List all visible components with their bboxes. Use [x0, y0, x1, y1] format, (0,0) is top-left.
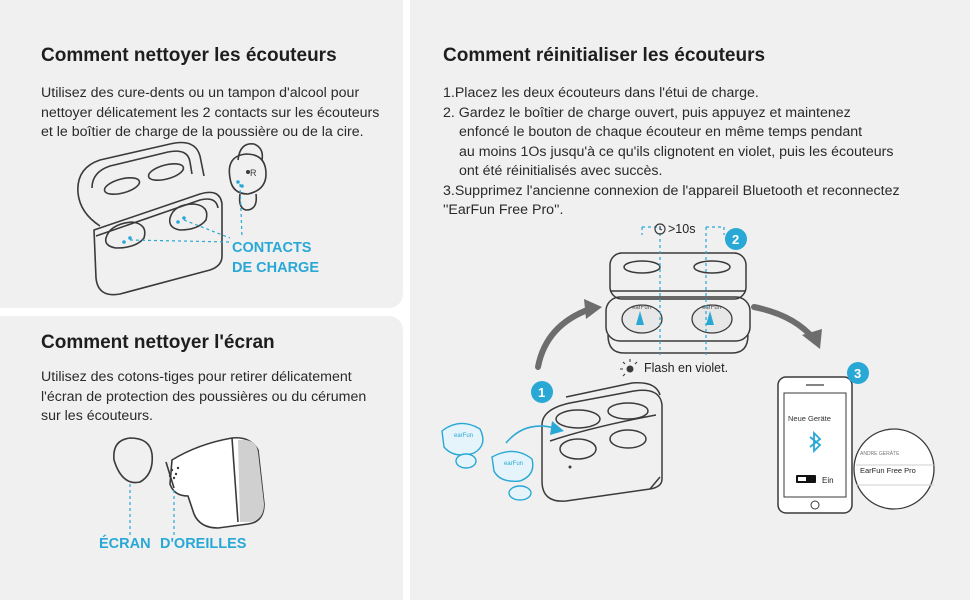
clean-earbuds-panel: Comment nettoyer les écouteurs Utilisez …	[0, 0, 403, 308]
reset-steps: 1.Placez les deux écouteurs dans l'étui …	[443, 84, 900, 221]
step-2-badge: 2	[732, 232, 739, 247]
screen-label: ÉCRAN	[99, 536, 151, 552]
flash-label: Flash en violet.	[644, 361, 729, 375]
reset-step-3: 3.Supprimez l'ancienne connexion de l'ap…	[443, 182, 900, 199]
charging-contacts-label-line-1: CONTACTS	[232, 240, 312, 256]
clean-earbuds-line-2: nettoyer délicatement les 2 contacts sur…	[41, 104, 380, 121]
reset-title: Comment réinitialiser les écouteurs	[443, 45, 766, 66]
reset-step-2-cont-3: ont été réinitialisés avec succès.	[459, 163, 663, 179]
brand-blue-right: earFun	[504, 461, 523, 467]
clean-screen-text: Utilisez des cotons-tiges pour retirer d…	[41, 368, 366, 427]
reset-step-2: 2. Gardez le boîtier de charge ouvert, p…	[443, 104, 851, 121]
earbud-letter: R	[250, 168, 257, 178]
reset-panel: Comment réinitialiser les écouteurs 1.Pl…	[410, 0, 970, 600]
timer-label: >10s	[668, 222, 696, 236]
clean-screen-panel: Comment nettoyer l'écran Utilisez des co…	[0, 316, 403, 600]
clean-screen-line-2: l'écran de protection des poussières ou …	[41, 388, 367, 405]
reset-step-1: 1.Placez les deux écouteurs dans l'étui …	[443, 85, 759, 101]
charging-case-illustration: R	[77, 141, 267, 296]
charging-contacts-label: CONTACTS DE CHARGE	[232, 238, 319, 278]
reset-illustration: earFun earFun 2	[441, 223, 935, 514]
brand-blue-left: earFun	[454, 433, 473, 439]
phone-toggle-label: Ein	[822, 476, 834, 485]
clean-screen-title: Comment nettoyer l'écran	[41, 332, 275, 353]
brand-right-case: earFun	[702, 305, 721, 311]
clean-earbuds-text: Utilisez des cure-dents ou un tampon d'a…	[41, 84, 379, 143]
clean-screen-line-3: sur les écouteurs.	[41, 408, 153, 424]
brand-left-case: earFun	[632, 305, 651, 311]
ear-tip-illustration	[113, 436, 265, 536]
clean-earbuds-line-3: et le boîtier de charge de la poussière …	[41, 124, 364, 140]
phone-screen-title: Neue Geräte	[788, 414, 831, 423]
step-3-badge: 3	[854, 366, 861, 381]
reset-step-3-cont: ''EarFun Free Pro''.	[443, 202, 564, 218]
reset-step-2-cont-2: au moins 1Os jusqu'à ce qu'ils clignoten…	[459, 143, 894, 160]
clean-earbuds-line-1: Utilisez des cure-dents ou un tampon d'a…	[41, 85, 360, 101]
reset-step-2-cont-1: enfoncé le bouton de chaque écouteur en …	[459, 124, 863, 140]
clean-earbuds-title: Comment nettoyer les écouteurs	[41, 45, 337, 66]
popup-device-name: EarFun Free Pro	[860, 466, 916, 475]
ear-label: D'OREILLES	[160, 536, 247, 552]
charging-contacts-label-line-2: DE CHARGE	[232, 260, 320, 276]
clean-screen-line-1: Utilisez des cotons-tiges pour retirer d…	[41, 369, 352, 385]
popup-header: ANDRE GERÄTE	[860, 450, 900, 457]
step-1-badge: 1	[538, 385, 545, 400]
